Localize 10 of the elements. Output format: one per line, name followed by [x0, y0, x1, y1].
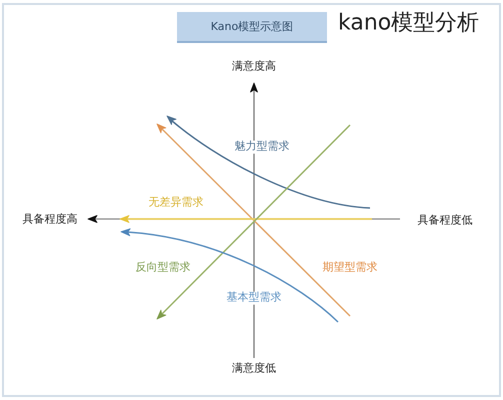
curve-label: 无差异需求 — [148, 196, 204, 210]
title-banner: Kano模型示意图 — [177, 12, 327, 43]
axis-label: 满意度低 — [232, 362, 276, 376]
axis-label: 具备程度高 — [22, 214, 78, 226]
axis-label: 满意度高 — [232, 60, 276, 74]
curve-label: 期望型需求 — [322, 262, 378, 274]
curve-label: 反向型需求 — [134, 262, 192, 274]
curve-label: 魅力型需求 — [234, 140, 290, 154]
axis-label: 具备程度低 — [418, 214, 472, 228]
curve-label: 基本型需求 — [226, 292, 282, 304]
